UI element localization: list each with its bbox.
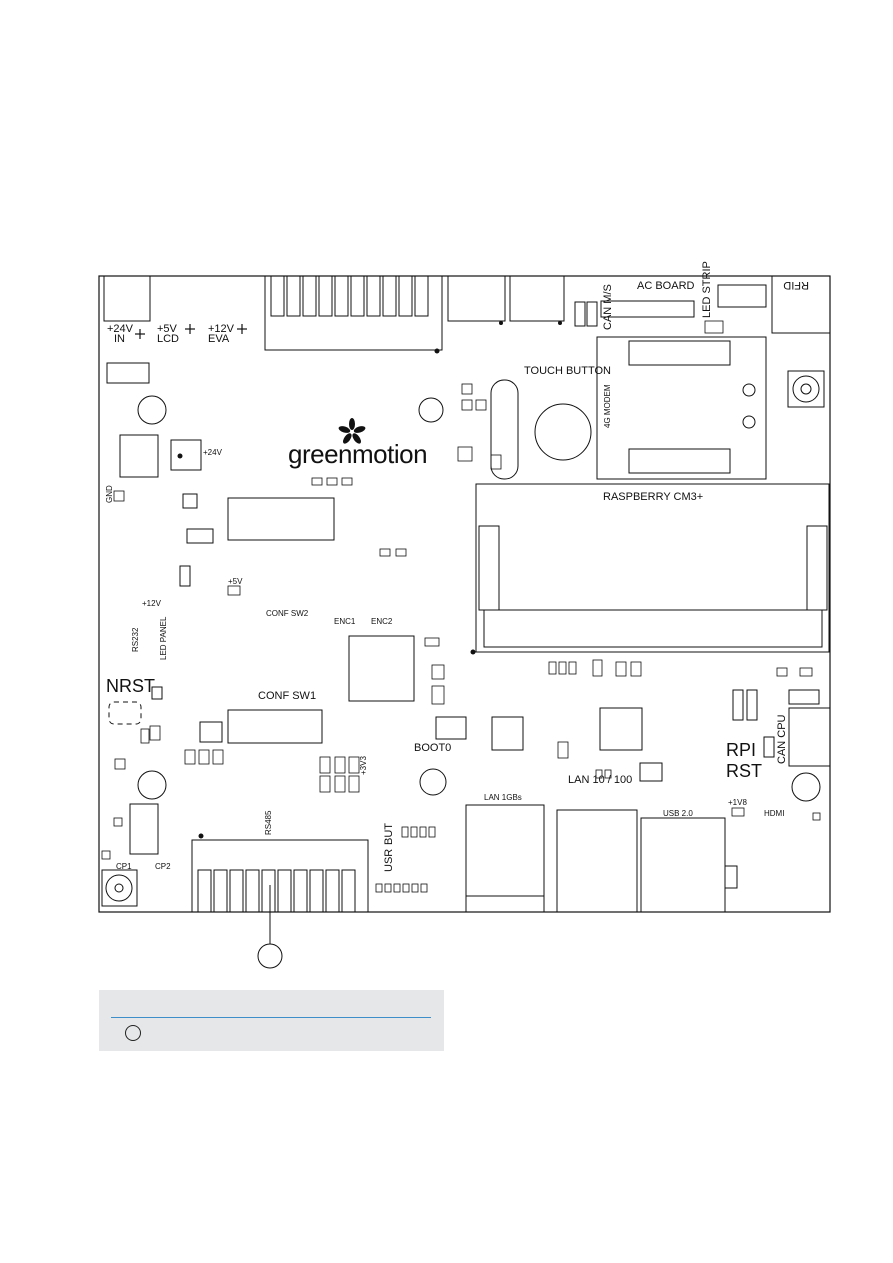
label-12v-b: +12V — [142, 599, 162, 608]
mounting-hole — [418, 397, 444, 423]
label-cp2: CP2 — [155, 862, 171, 871]
mounting-hole — [419, 768, 447, 796]
label-rs485: RS485 — [264, 810, 273, 835]
mounting-hole — [137, 770, 167, 800]
label-4g-modem: 4G MODEM — [603, 384, 612, 428]
label-lan-1gbs: LAN 1GBs — [484, 793, 522, 802]
top-connector-b — [509, 275, 565, 322]
board-outline — [98, 275, 831, 913]
label-eva: EVA — [208, 333, 230, 345]
label-usr: USR — [383, 849, 395, 872]
label-5v: +5V — [157, 323, 178, 335]
label-enc2: ENC2 — [371, 617, 393, 626]
label-lan-10-100: LAN 10 / 100 — [568, 774, 632, 786]
touch-button-area — [490, 379, 592, 480]
mounting-hole — [791, 772, 821, 802]
cp2-component — [129, 803, 159, 855]
label-conf-sw1: CONF SW1 — [258, 690, 316, 702]
label-hdmi: HDMI — [764, 809, 784, 818]
top-connector-a — [447, 275, 506, 322]
callout-circle — [257, 943, 283, 969]
legend-callout-circle — [125, 1025, 141, 1041]
ethernet-controller-chip — [348, 635, 415, 702]
label-1v8: +1V8 — [728, 798, 747, 807]
label-conf-sw2: CONF SW2 — [266, 609, 309, 618]
logo-wordmark: greenmotion — [288, 439, 427, 469]
legend-divider — [111, 1017, 431, 1018]
label-rfid: RFID — [783, 279, 809, 291]
label-24v-b: +24V — [203, 448, 223, 457]
label-lcd: LCD — [157, 333, 179, 345]
rfid-connector — [771, 275, 831, 334]
rfid-button — [787, 370, 825, 408]
label-enc1: ENC1 — [334, 617, 356, 626]
cpu-chip — [599, 707, 643, 751]
cp1-button — [101, 869, 138, 907]
can-ms-jumper — [574, 301, 598, 327]
modem-4g-module — [596, 336, 767, 480]
label-in: IN — [114, 333, 125, 345]
top-terminal-block — [264, 275, 443, 354]
bottom-terminal-block — [191, 833, 369, 913]
nrst-button — [108, 701, 142, 725]
label-5v-b: +5V — [228, 577, 243, 586]
label-usb-20: USB 2.0 — [663, 809, 693, 818]
label-cp1: CP1 — [116, 862, 132, 871]
lan-phy-chip — [491, 716, 524, 751]
label-gnd: GND — [105, 485, 114, 503]
small-components — [101, 320, 821, 893]
label-led-panel: LED PANEL — [159, 616, 168, 660]
label-boot0: BOOT0 — [414, 742, 451, 754]
power-in-connector — [103, 275, 151, 322]
inductor — [170, 439, 202, 471]
label-3v3: +3V3 — [359, 756, 368, 775]
can-cpu-connector — [788, 707, 831, 767]
label-rst: RST — [726, 761, 762, 781]
conf-sw1-switch — [227, 709, 323, 744]
fuse-holder — [106, 362, 150, 384]
label-rpi: RPI — [726, 740, 756, 760]
label-can-ms: CAN M/S — [602, 284, 614, 330]
label-24v: +24V — [107, 323, 134, 335]
label-touch-button: TOUCH BUTTON — [524, 365, 611, 377]
polarity-marks — [135, 324, 247, 339]
label-nrst: NRST — [106, 676, 155, 696]
green-motion-logo: greenmotion — [288, 418, 428, 469]
label-but: BUT — [383, 823, 395, 845]
label-led-strip: LED STRIP — [701, 261, 713, 318]
led-strip-connector — [717, 284, 767, 308]
mounting-hole — [137, 395, 167, 425]
label-can-cpu: CAN CPU — [776, 714, 788, 764]
label-raspberry: RASPBERRY CM3+ — [603, 491, 703, 503]
label-ac-board: AC BOARD — [637, 280, 695, 292]
usb-20-jack — [640, 817, 726, 913]
label-rs232: RS232 — [131, 627, 140, 652]
legend-box — [99, 990, 444, 1051]
label-12v: +12V — [208, 323, 235, 335]
ac-board-connector — [600, 300, 695, 318]
lan-10-100-jack — [556, 809, 638, 913]
raspberry-cm3-socket — [470, 483, 830, 655]
power-converter — [119, 434, 159, 478]
